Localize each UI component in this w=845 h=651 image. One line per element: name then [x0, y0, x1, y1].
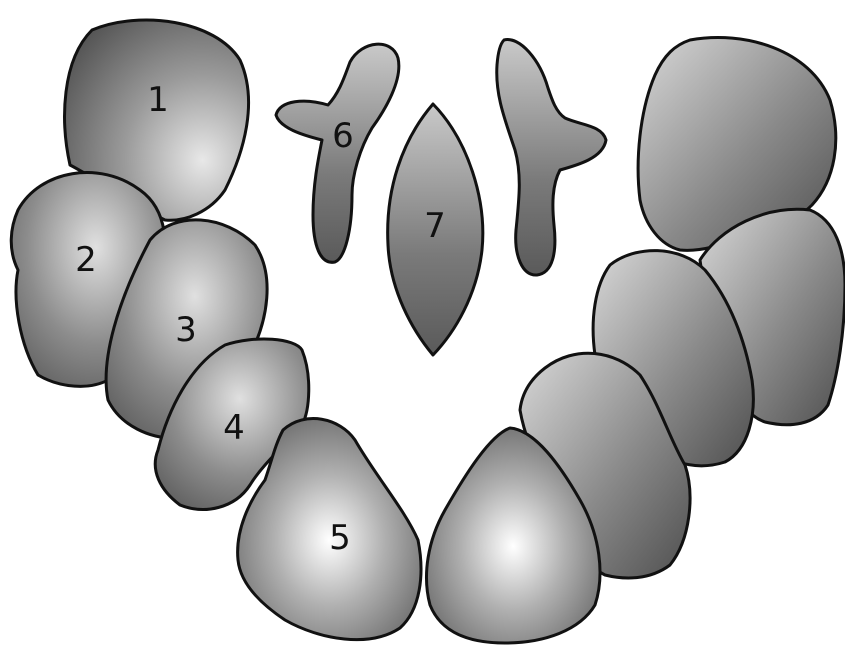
label-6: 6 — [332, 116, 354, 156]
label-1: 1 — [147, 80, 169, 120]
label-4: 4 — [223, 408, 245, 448]
label-3: 3 — [175, 310, 197, 350]
label-2: 2 — [75, 240, 97, 280]
label-5: 5 — [329, 518, 351, 558]
mirrored-segment-6 — [497, 40, 606, 275]
label-7: 7 — [424, 206, 446, 246]
